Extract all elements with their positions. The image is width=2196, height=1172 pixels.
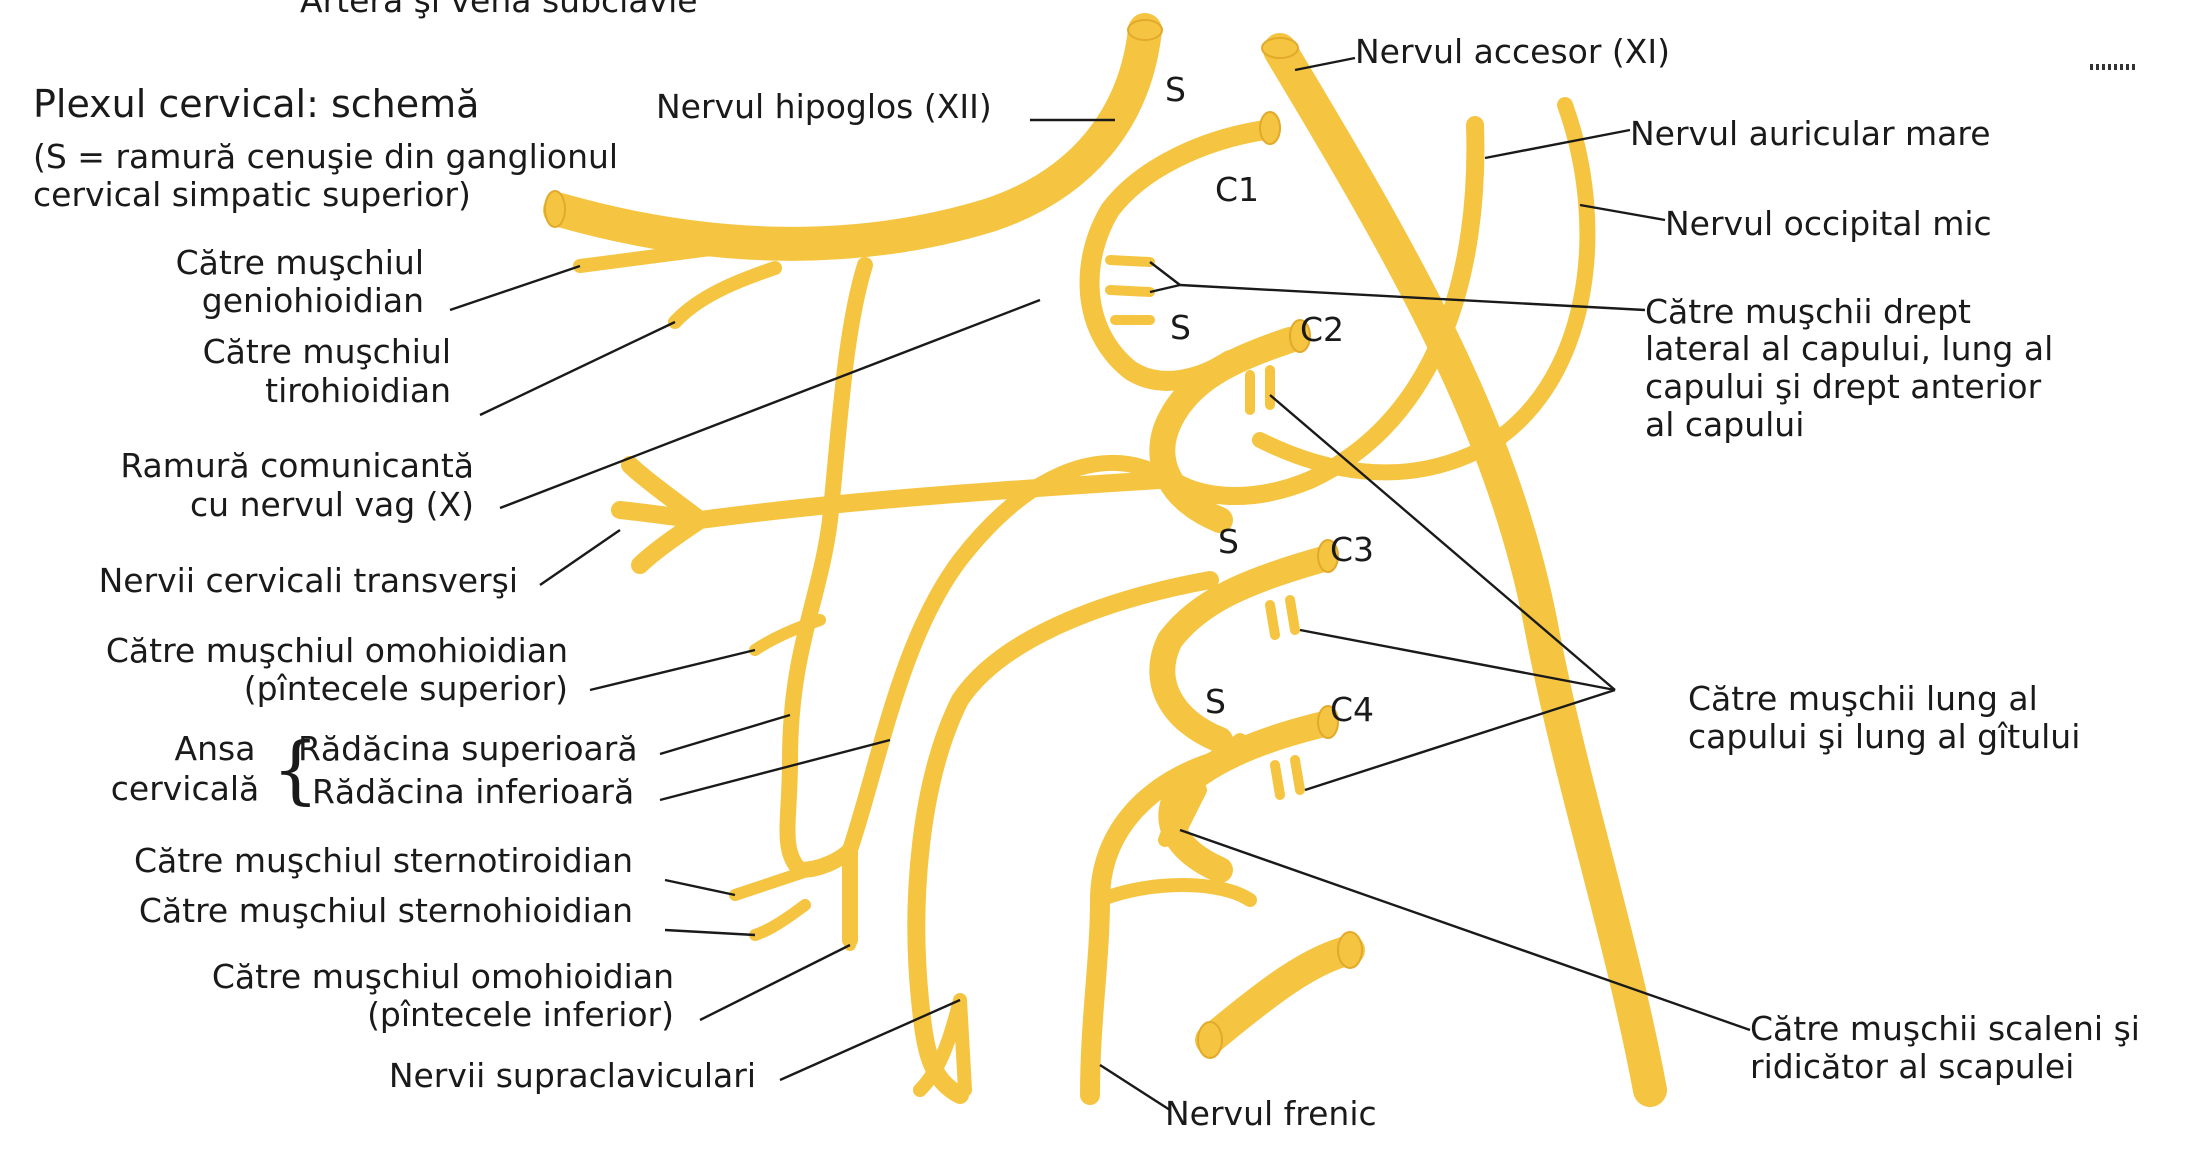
hypoglossal-nerve [543,13,1162,261]
label-accesor: Nervul accesor (XI) [1355,32,1670,71]
label-sternotiro: Către muşchiul sternotiroidian [134,841,633,880]
great-auricular-nerve [1151,116,1485,505]
leader-lines [449,56,1751,1112]
label-occipital: Nervul occipital mic [1665,204,1992,243]
label-rad-sup: Rădăcina superioară [298,729,638,768]
s-tag-4: S [1205,682,1226,721]
c4-root [1158,712,1333,883]
label-omo-inf-1: Către muşchiul omohioidian [211,957,674,996]
label-sternohio: Către muşchiul sternohioidian [138,891,633,930]
label-scaleni-1: Către muşchii scaleni şi [1750,1009,2140,1048]
label-tiro-1: Către muşchiul [202,332,451,371]
label-drept-1: Către muşchii drept [1645,292,1971,331]
sympathetic-note-line2: cervical simpatic superior) [33,175,471,214]
label-genio-1: Către muşchiul [175,243,424,282]
transverse-cervical-nerves [611,456,1169,574]
label-vag-2: cu nervul vag (X) [190,485,474,524]
label-vag-1: Ramură comunicantă [120,446,474,485]
s-tag-3: S [1218,522,1239,561]
ansa-brace: { [272,727,320,813]
label-omo-sup-2: (pîntecele superior) [243,669,568,708]
label-hipoglos: Nervul hipoglos (XII) [656,87,992,126]
label-lung-1: Către muşchii lung al [1688,679,2038,718]
label-supraclav: Nervii supraclaviculari [388,1056,756,1095]
thyrohyoid-branch [668,261,782,329]
label-auricular: Nervul auricular mare [1630,114,1991,153]
label-drept-2: lateral al capului, lung al [1645,329,2054,368]
c3-root [1149,547,1333,753]
subclavian-vessels [1195,935,1365,1055]
ansa-loop [792,842,858,948]
label-omo-sup-1: Către muşchiul omohioidian [105,631,568,670]
c1-root [1079,120,1275,391]
label-ansa-1: Ansa [174,729,256,768]
c4-tag: C4 [1330,690,1375,729]
c3-tag: C3 [1330,530,1375,569]
c1-tag: C1 [1215,170,1260,209]
label-transversi: Nervii cervicali transverşi [98,561,518,600]
c1-muscle-twigs [1105,255,1155,325]
geniohyoid-branch [573,233,787,273]
page-title: Plexul cervical: schemă [33,82,480,126]
label-ansa-2: cervicală [110,769,260,808]
label-lung-2: capului şi lung al gîtului [1688,717,2081,756]
sternothyroid-twig [729,864,816,901]
lesser-occipital-nerve [1252,97,1596,481]
label-tiro-2: tirohioidian [265,371,451,410]
label-drept-4: al capului [1645,405,1805,444]
sternohyoid-twig [749,899,811,941]
ansa-superior-root [779,257,873,878]
ansa-inferior-root [842,454,1158,858]
accessory-nerve [1263,33,1667,1107]
corner-mark [2090,64,2136,70]
omohyoid-superior-twig [749,614,826,656]
label-genio-2: geniohioidian [201,281,424,320]
s-tag-1: S [1165,70,1186,109]
sympathetic-note-line1: (S = ramură cenuşie din ganglionul [33,137,619,176]
cut-label: Artera şi vena subclavie [300,0,698,20]
label-drept-3: capului şi drept anterior [1645,367,2042,406]
supraclavicular-trunk [907,571,1219,1104]
c2-root [1149,327,1303,533]
label-frenic: Nervul frenic [1165,1094,1377,1133]
label-omo-inf-2: (pîntecele inferior) [367,995,674,1034]
s-tag-2: S [1170,308,1191,347]
c2-tag: C2 [1300,310,1345,349]
label-scaleni-2: ridicător al scapulei [1750,1047,2075,1086]
label-rad-inf: Rădăcina inferioară [312,772,635,811]
